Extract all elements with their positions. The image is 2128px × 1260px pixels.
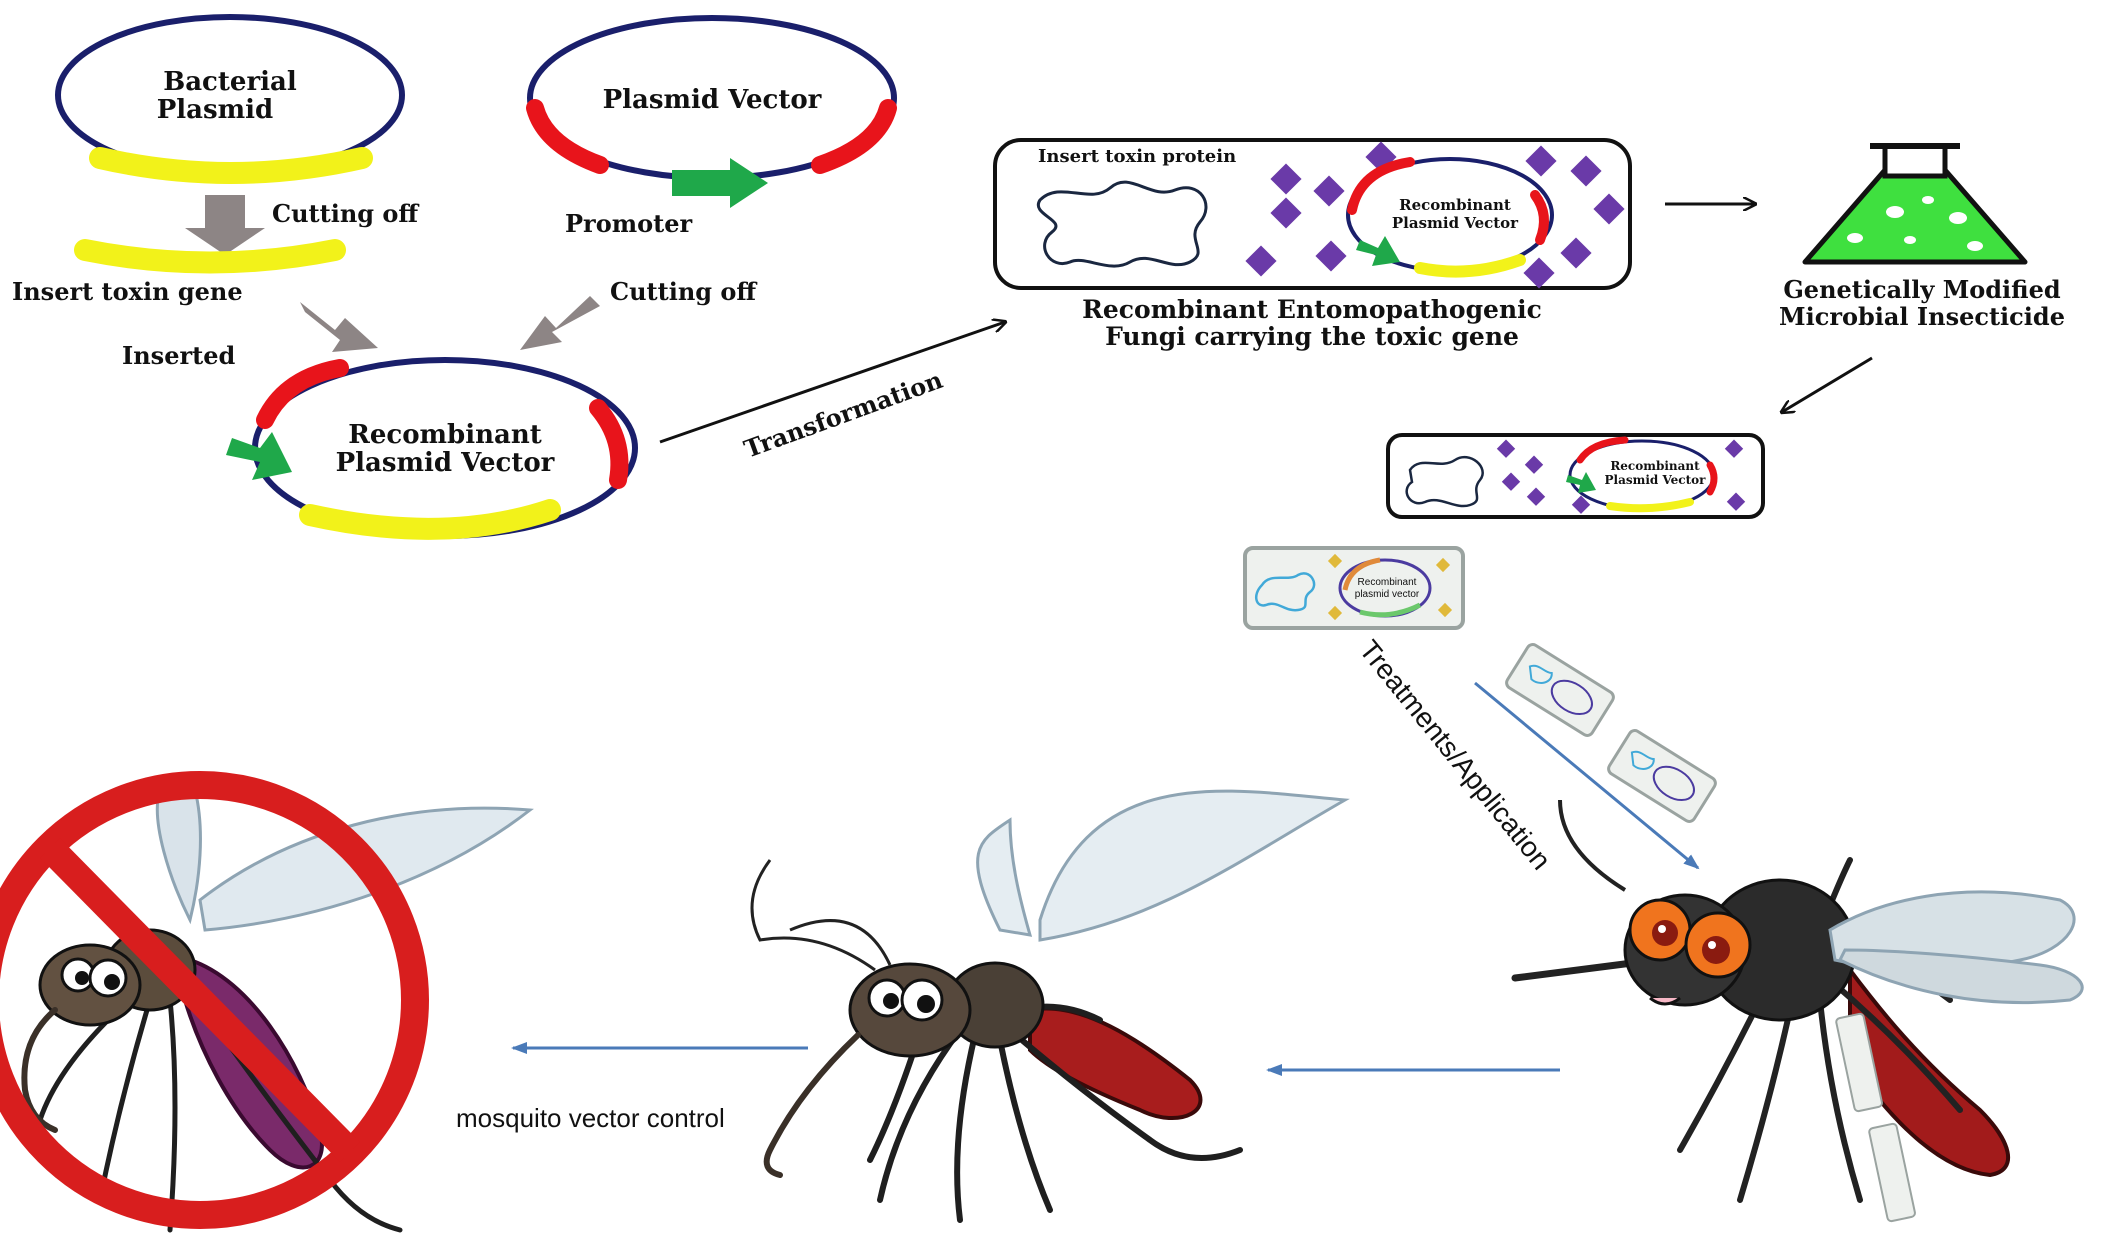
falling-particle [1607,729,1717,823]
cutting-off-left-label: Cutting off [272,199,419,228]
recombinant-plasmid-vector: Recombinant Plasmid Vector [226,357,638,540]
mosquito-icon [21,788,534,1233]
insert-toxin-gene-label: Insert toxin gene [12,277,243,306]
mosquito-icon [750,789,1350,1223]
promoter-arrow-icon [226,432,292,480]
small-box-recombinant-1: Recombinant [1610,459,1700,473]
fungi-caption-1: Recombinant Entomopathogenic [1082,295,1542,324]
tiny-box-recombinant-1: Recombinant [1358,577,1417,588]
plasmid-vector: Plasmid Vector [526,15,897,208]
toxin-protein-icon [1036,180,1208,268]
insert-arrow-icon [300,302,378,352]
bacterial-plasmid: Bacterial Plasmid [55,14,405,184]
promoter-label: Promoter [565,209,692,238]
gm-insecticide-label-2: Microbial Insecticide [1779,302,2065,331]
fungi-caption-2: Fungi carrying the toxic gene [1105,322,1519,351]
promoter-arrow-icon [672,158,768,208]
small-fungi-box: Recombinant Plasmid Vector [1386,433,1765,519]
vector-arrow-icon [520,296,600,350]
gm-insecticide-label-1: Genetically Modified [1783,275,2061,304]
falling-particle [1505,643,1615,737]
small-box-recombinant-2: Plasmid Vector [1605,473,1707,487]
transformation-arrow [659,322,1005,444]
promoter-arrow-icon [1356,236,1400,266]
inserted-label: Inserted [122,341,235,370]
flask-icon [1802,143,2028,265]
recombinant-label-1: Recombinant [348,420,542,450]
cut-arrow-icon [185,195,265,255]
application-arrow [1474,681,1700,870]
insert-toxin-protein-label: Insert toxin protein [1038,146,1236,167]
mosquito-vector-control-label: mosquito vector control [456,1103,725,1133]
bacterial-plasmid-label-1: Bacterial [163,67,297,97]
toxin-gene-fragment [74,239,346,274]
plasmid-vector-label: Plasmid Vector [603,85,822,115]
recombinant-label-2: Plasmid Vector [336,448,555,478]
to-small-box-arrow [1782,356,1873,412]
cutting-off-right-label: Cutting off [610,277,757,306]
fungi-box: Insert toxin protein Recombinant Plasmid… [993,138,1632,290]
box-recombinant-label-1: Recombinant [1399,196,1511,214]
bacterial-plasmid-label-2: Plasmid [157,95,273,125]
mosquito-icon [1511,799,2084,1223]
box-recombinant-label-2: Plasmid Vector [1392,214,1519,232]
prohibition-icon [0,771,429,1229]
tiny-fungi-box: Recombinant plasmid vector [1243,546,1465,630]
tiny-box-recombinant-2: plasmid vector [1355,589,1420,600]
